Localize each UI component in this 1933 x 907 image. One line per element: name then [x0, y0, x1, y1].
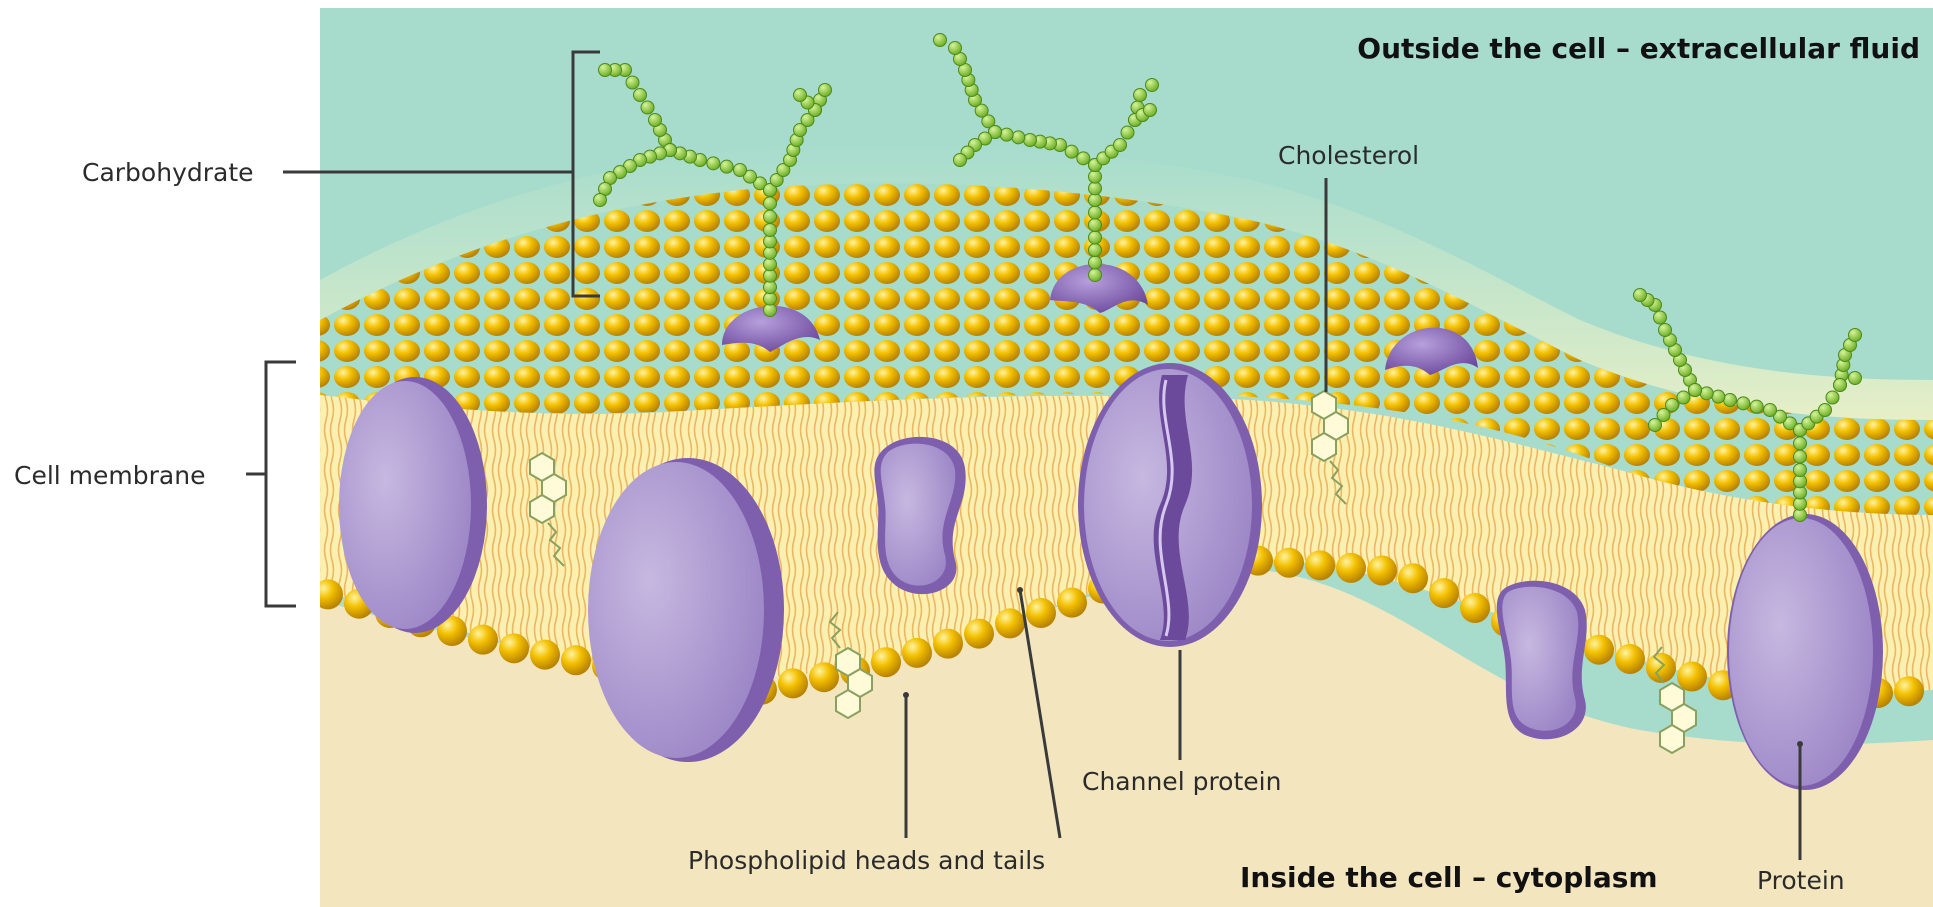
sugar-bead	[1089, 182, 1102, 195]
sugar-bead	[1065, 145, 1078, 158]
phospholipid-head	[902, 638, 932, 668]
sugar-bead	[1659, 324, 1672, 337]
sugar-bead	[764, 224, 777, 237]
phospholipid-head	[468, 625, 498, 655]
sugar-bead	[934, 34, 947, 47]
sugar-bead	[1146, 79, 1159, 92]
sugar-bead	[1077, 152, 1090, 165]
sugar-bead	[1089, 206, 1102, 219]
protein-label: Protein	[1757, 866, 1845, 895]
sugar-bead	[1089, 170, 1102, 183]
phospholipid-head	[964, 619, 994, 649]
sugar-bead	[1834, 379, 1847, 392]
carbohydrate-label: Carbohydrate	[82, 158, 254, 187]
sugar-bead	[819, 84, 832, 97]
phospholipid-head	[995, 608, 1025, 638]
sugar-bead	[1089, 269, 1102, 282]
phospholipid-head	[871, 647, 901, 677]
phospholipid-head	[1274, 548, 1304, 578]
phospholipid-head	[778, 668, 808, 698]
sugar-bead	[1089, 256, 1102, 269]
sugar-bead	[1737, 397, 1750, 410]
sugar-bead	[1764, 404, 1777, 417]
sugar-bead	[734, 164, 747, 177]
sugar-bead	[626, 76, 639, 89]
inside-cell-label: Inside the cell – cytoplasm	[1240, 861, 1658, 894]
peripheral-protein-small	[874, 437, 965, 594]
sugar-bead	[1024, 134, 1037, 147]
sugar-bead	[1134, 89, 1147, 102]
sugar-bead	[1819, 404, 1832, 417]
sugar-bead	[1144, 104, 1157, 117]
phospholipid-head	[1336, 553, 1366, 583]
sugar-bead	[1677, 391, 1690, 404]
sugar-bead	[599, 64, 612, 77]
peripheral-protein-right	[1497, 581, 1587, 739]
phospholipid-head	[499, 633, 529, 663]
sugar-bead	[1794, 437, 1807, 450]
integral-protein-right	[1727, 514, 1883, 790]
phospholipid-head	[1460, 593, 1490, 623]
phospholipid-head	[1305, 550, 1335, 580]
phospholipid-head	[1677, 662, 1707, 692]
sugar-bead	[1700, 387, 1713, 400]
sugar-bead	[1654, 311, 1667, 324]
sugar-bead	[649, 114, 662, 127]
sugar-bead	[1724, 394, 1737, 407]
sugar-bead	[1689, 384, 1702, 397]
sugar-bead	[1750, 400, 1763, 413]
sugar-bead	[634, 89, 647, 102]
sugar-bead	[1849, 372, 1862, 385]
sugar-bead	[1794, 464, 1807, 477]
phospholipid-head	[1894, 676, 1924, 706]
sugar-bead	[1114, 139, 1127, 152]
phospholipid-head	[561, 645, 591, 675]
phospholipid-head	[1367, 556, 1397, 586]
sugar-bead	[794, 89, 807, 102]
sugar-bead	[1089, 244, 1102, 257]
sugar-bead	[594, 194, 607, 207]
integral-protein-large	[588, 458, 784, 762]
phospholipid-head	[933, 629, 963, 659]
phospholipid-head	[1026, 598, 1056, 628]
phospholipid-head	[1398, 563, 1428, 593]
channel-protein-label: Channel protein	[1082, 767, 1281, 796]
sugar-bead	[1649, 419, 1662, 432]
phospholipid-head	[1429, 578, 1459, 608]
cell-membrane-label: Cell membrane	[14, 461, 205, 490]
sugar-bead	[720, 160, 733, 173]
sugar-bead	[1849, 329, 1862, 342]
sugar-bead	[1012, 131, 1025, 144]
sugar-bead	[949, 42, 962, 55]
phospholipid-label: Phospholipid heads and tails	[688, 846, 1045, 875]
phospholipid-head	[530, 640, 560, 670]
sugar-bead	[1089, 194, 1102, 207]
phospholipid-head	[1057, 588, 1087, 618]
outside-cell-label: Outside the cell – extracellular fluid	[1357, 32, 1920, 65]
sugar-bead	[1089, 219, 1102, 232]
sugar-bead	[1121, 126, 1134, 139]
phospholipid-head	[809, 662, 839, 692]
sugar-bead	[764, 197, 777, 210]
phospholipid-head	[1584, 635, 1614, 665]
phospholipid-head	[1615, 644, 1645, 674]
sugar-bead	[1634, 289, 1647, 302]
sugar-bead	[764, 210, 777, 223]
sugar-bead	[1089, 231, 1102, 244]
sugar-bead	[954, 154, 967, 167]
sugar-bead	[1000, 128, 1013, 141]
channel-protein	[1078, 363, 1262, 647]
sugar-bead	[1712, 390, 1725, 403]
integral-protein-left	[339, 377, 487, 633]
sugar-bead	[641, 101, 654, 114]
sugar-bead	[707, 157, 720, 170]
sugar-bead	[1826, 391, 1839, 404]
sugar-bead	[1794, 450, 1807, 463]
cholesterol-label: Cholesterol	[1278, 141, 1419, 170]
